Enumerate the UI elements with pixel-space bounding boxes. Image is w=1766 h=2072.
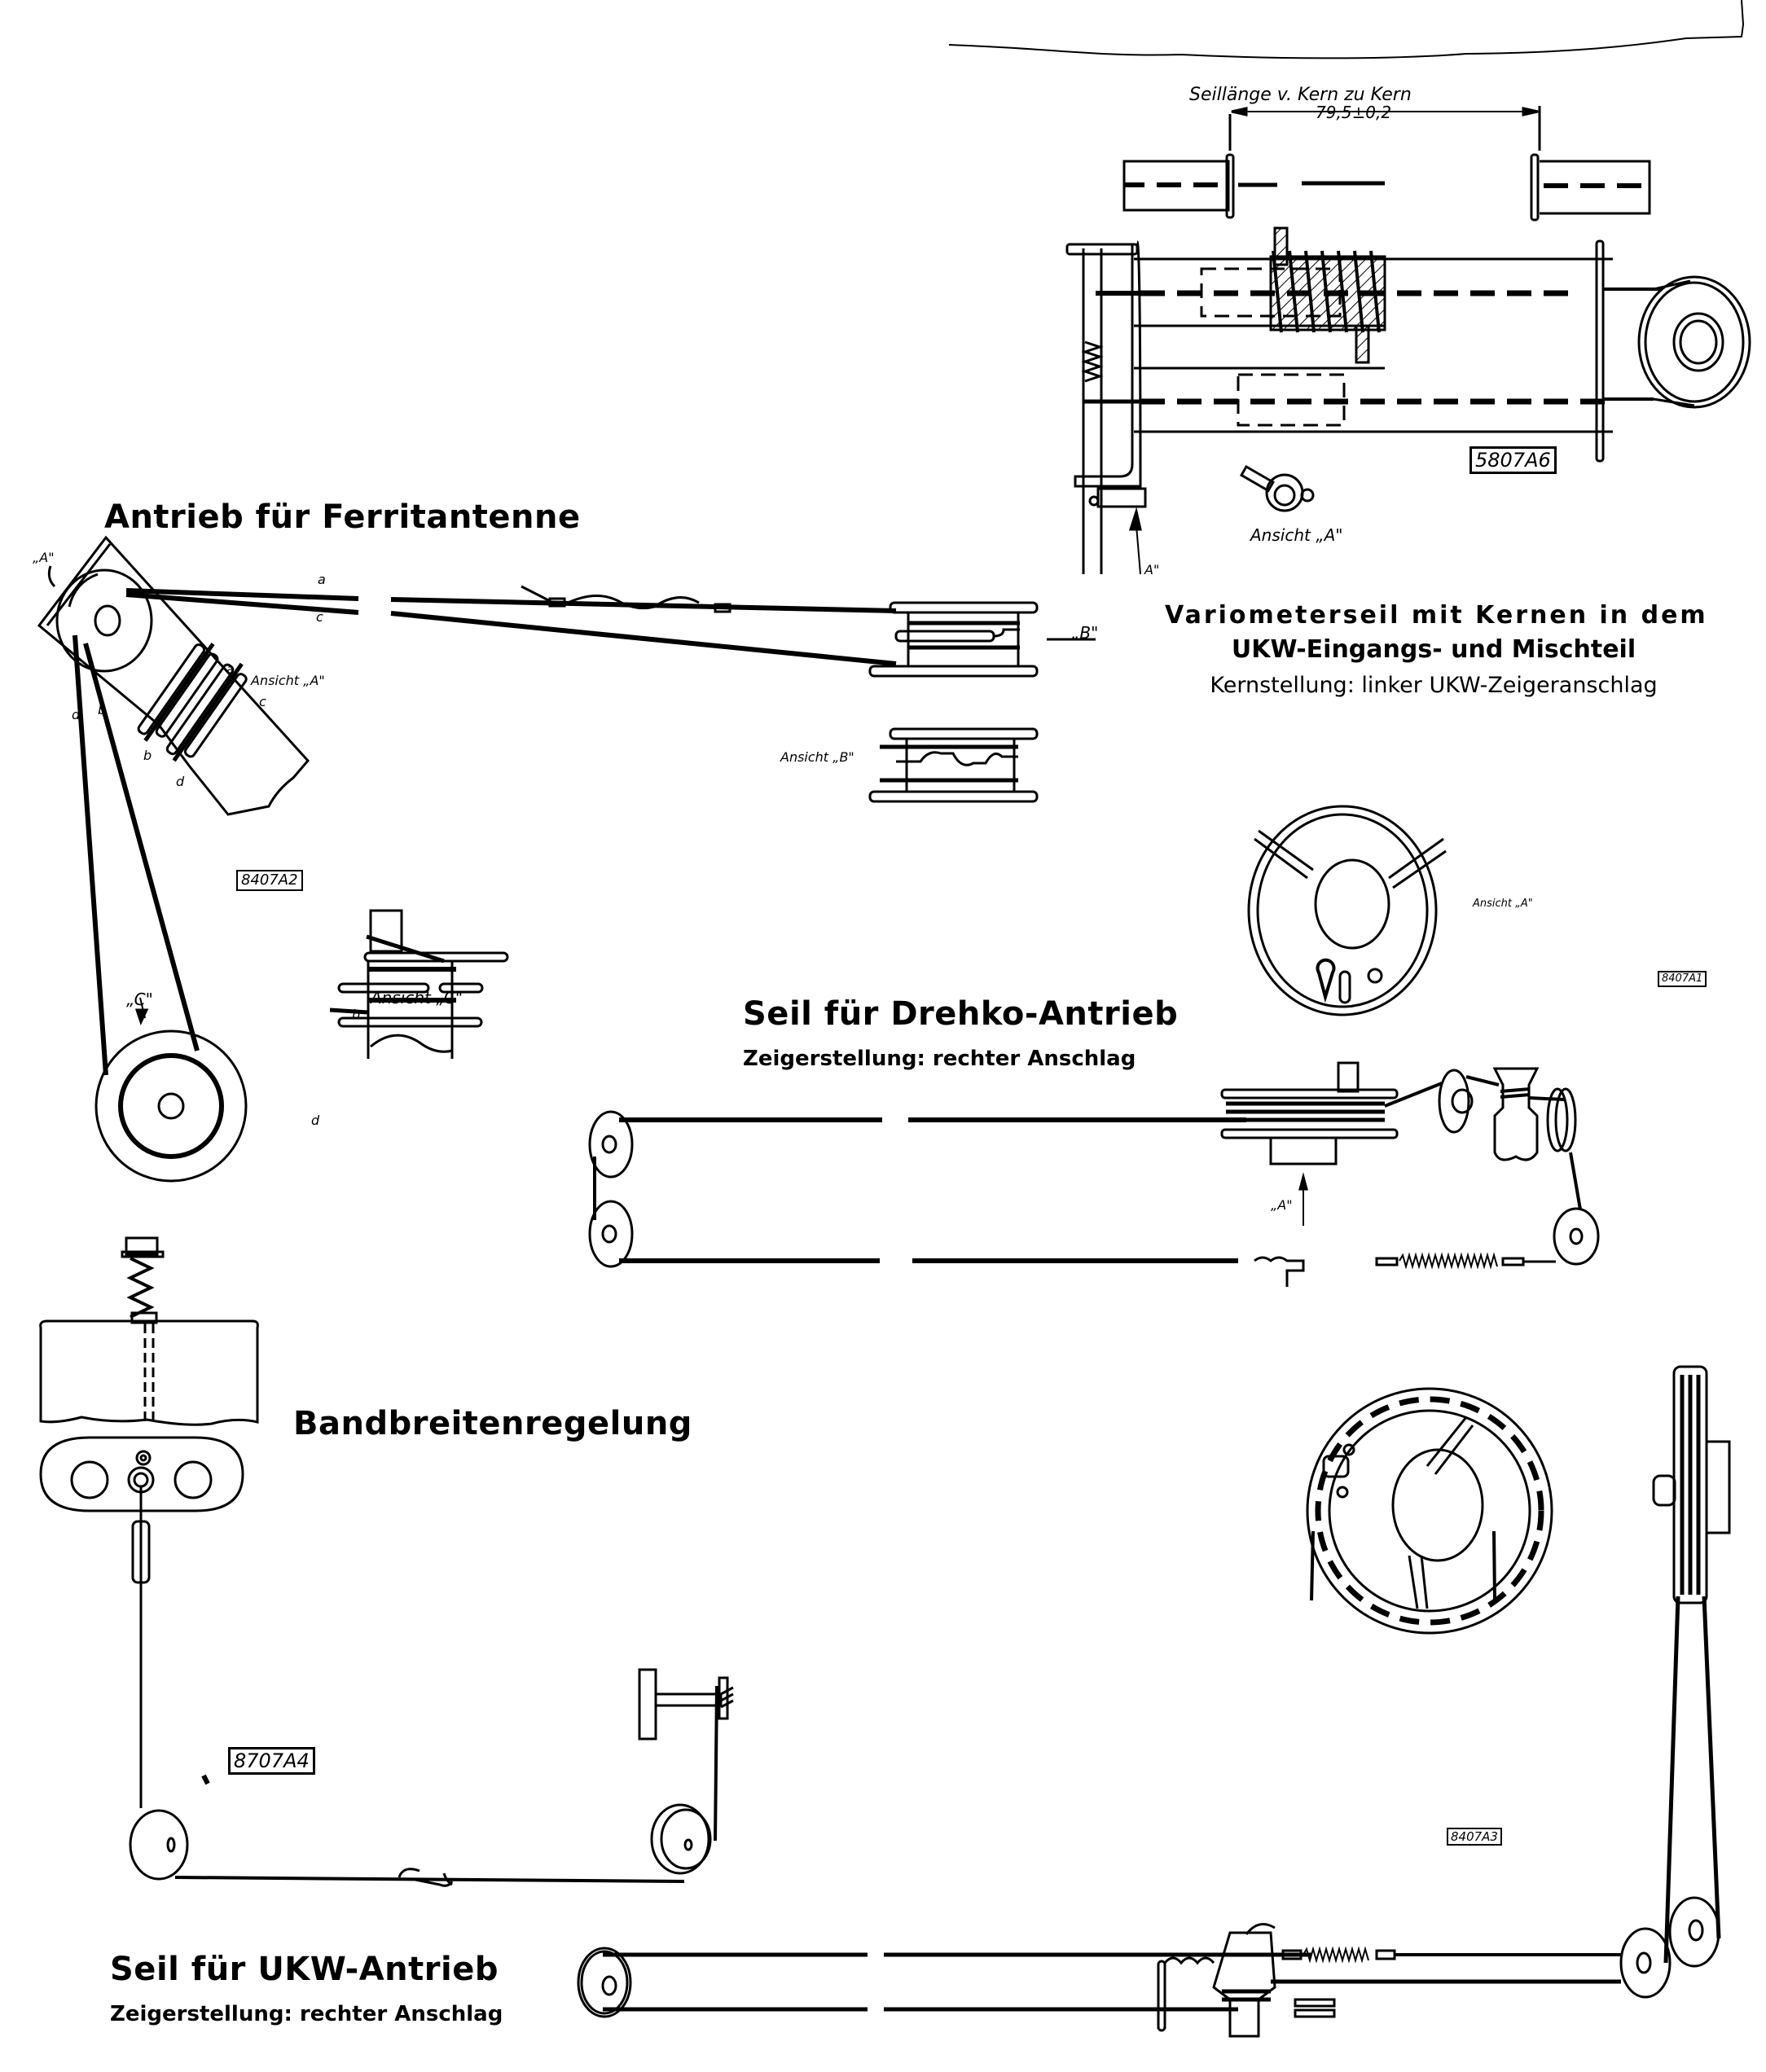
cord-label-b-inner: b [143,748,152,763]
drehko-view-a-label: Ansicht „A" [1473,898,1533,910]
ukw-drive [578,1367,1729,2036]
variometer-dimension-label: Seillänge v. Kern zu Kern [1189,85,1412,105]
drawing-number-8407A1: 8407A1 [1658,971,1707,987]
cord-label-b: b [98,702,107,718]
drehko-subtitle: Zeigerstellung: rechter Anschlag [743,1047,1136,1071]
cord-label-a-inner: a [226,661,235,677]
cord-label-c: c [316,609,323,625]
variometer-subtitle: Kernstellung: linker UKW-Zeigeranschlag [1210,673,1658,698]
drehko-title: Seil für Drehko-Antrieb [743,995,1179,1033]
ferrite-antenna-drive [39,538,1096,1181]
drehko-arrow-a-label: „A" [1271,1197,1293,1213]
ukw-subtitle: Zeigerstellung: rechter Anschlag [110,2002,503,2026]
ferrite-title: Antrieb für Ferritantenne [104,498,581,536]
cord-label-b-view-c: b [352,1007,361,1022]
cord-label-a: a [318,572,326,587]
variometer-title-line1: Variometerseil mit Kernen in dem [1165,601,1708,630]
ukw-title: Seil für UKW-Antrieb [110,1951,499,1988]
cord-label-d: d [72,707,81,722]
arrow-c-label: „C" [126,990,153,1009]
cord-label-d-view-c: d [311,1113,320,1128]
variometer-arrow-a-label: A" [1144,562,1160,577]
ferrite-arrow-a-label: „A" [33,550,55,565]
drawing-number-8407A3: 8407A3 [1447,1828,1502,1846]
variometer-dimension-value: 79,5±0,2 [1316,103,1392,122]
variometer-title-line2: UKW-Eingangs- und Mischteil [1231,635,1636,664]
cord-label-c-inner: c [259,694,266,709]
drawing-number-8707A4: 8707A4 [228,1747,315,1775]
variometer-core-cord-detail [1124,106,1650,220]
drawing-number-5807A6: 5807A6 [1469,446,1557,474]
page-edge [949,0,1743,58]
drehko-drive [590,806,1598,1287]
view-b-label: Ansicht „B" [780,749,854,765]
bandwidth-title: Bandbreitenregelung [293,1405,692,1442]
drawing-number-8407A2: 8407A2 [236,870,303,891]
variometer-assembly [1067,228,1750,574]
view-a-label: Ansicht „A" [251,673,325,688]
bandwidth-control [41,1238,733,1885]
arrow-b-label: „B" [1071,623,1099,643]
view-c-label: Ansicht „C" [371,988,463,1007]
cord-label-d-inner: d [176,774,185,789]
variometer-view-a-label: Ansicht „A" [1250,525,1343,545]
